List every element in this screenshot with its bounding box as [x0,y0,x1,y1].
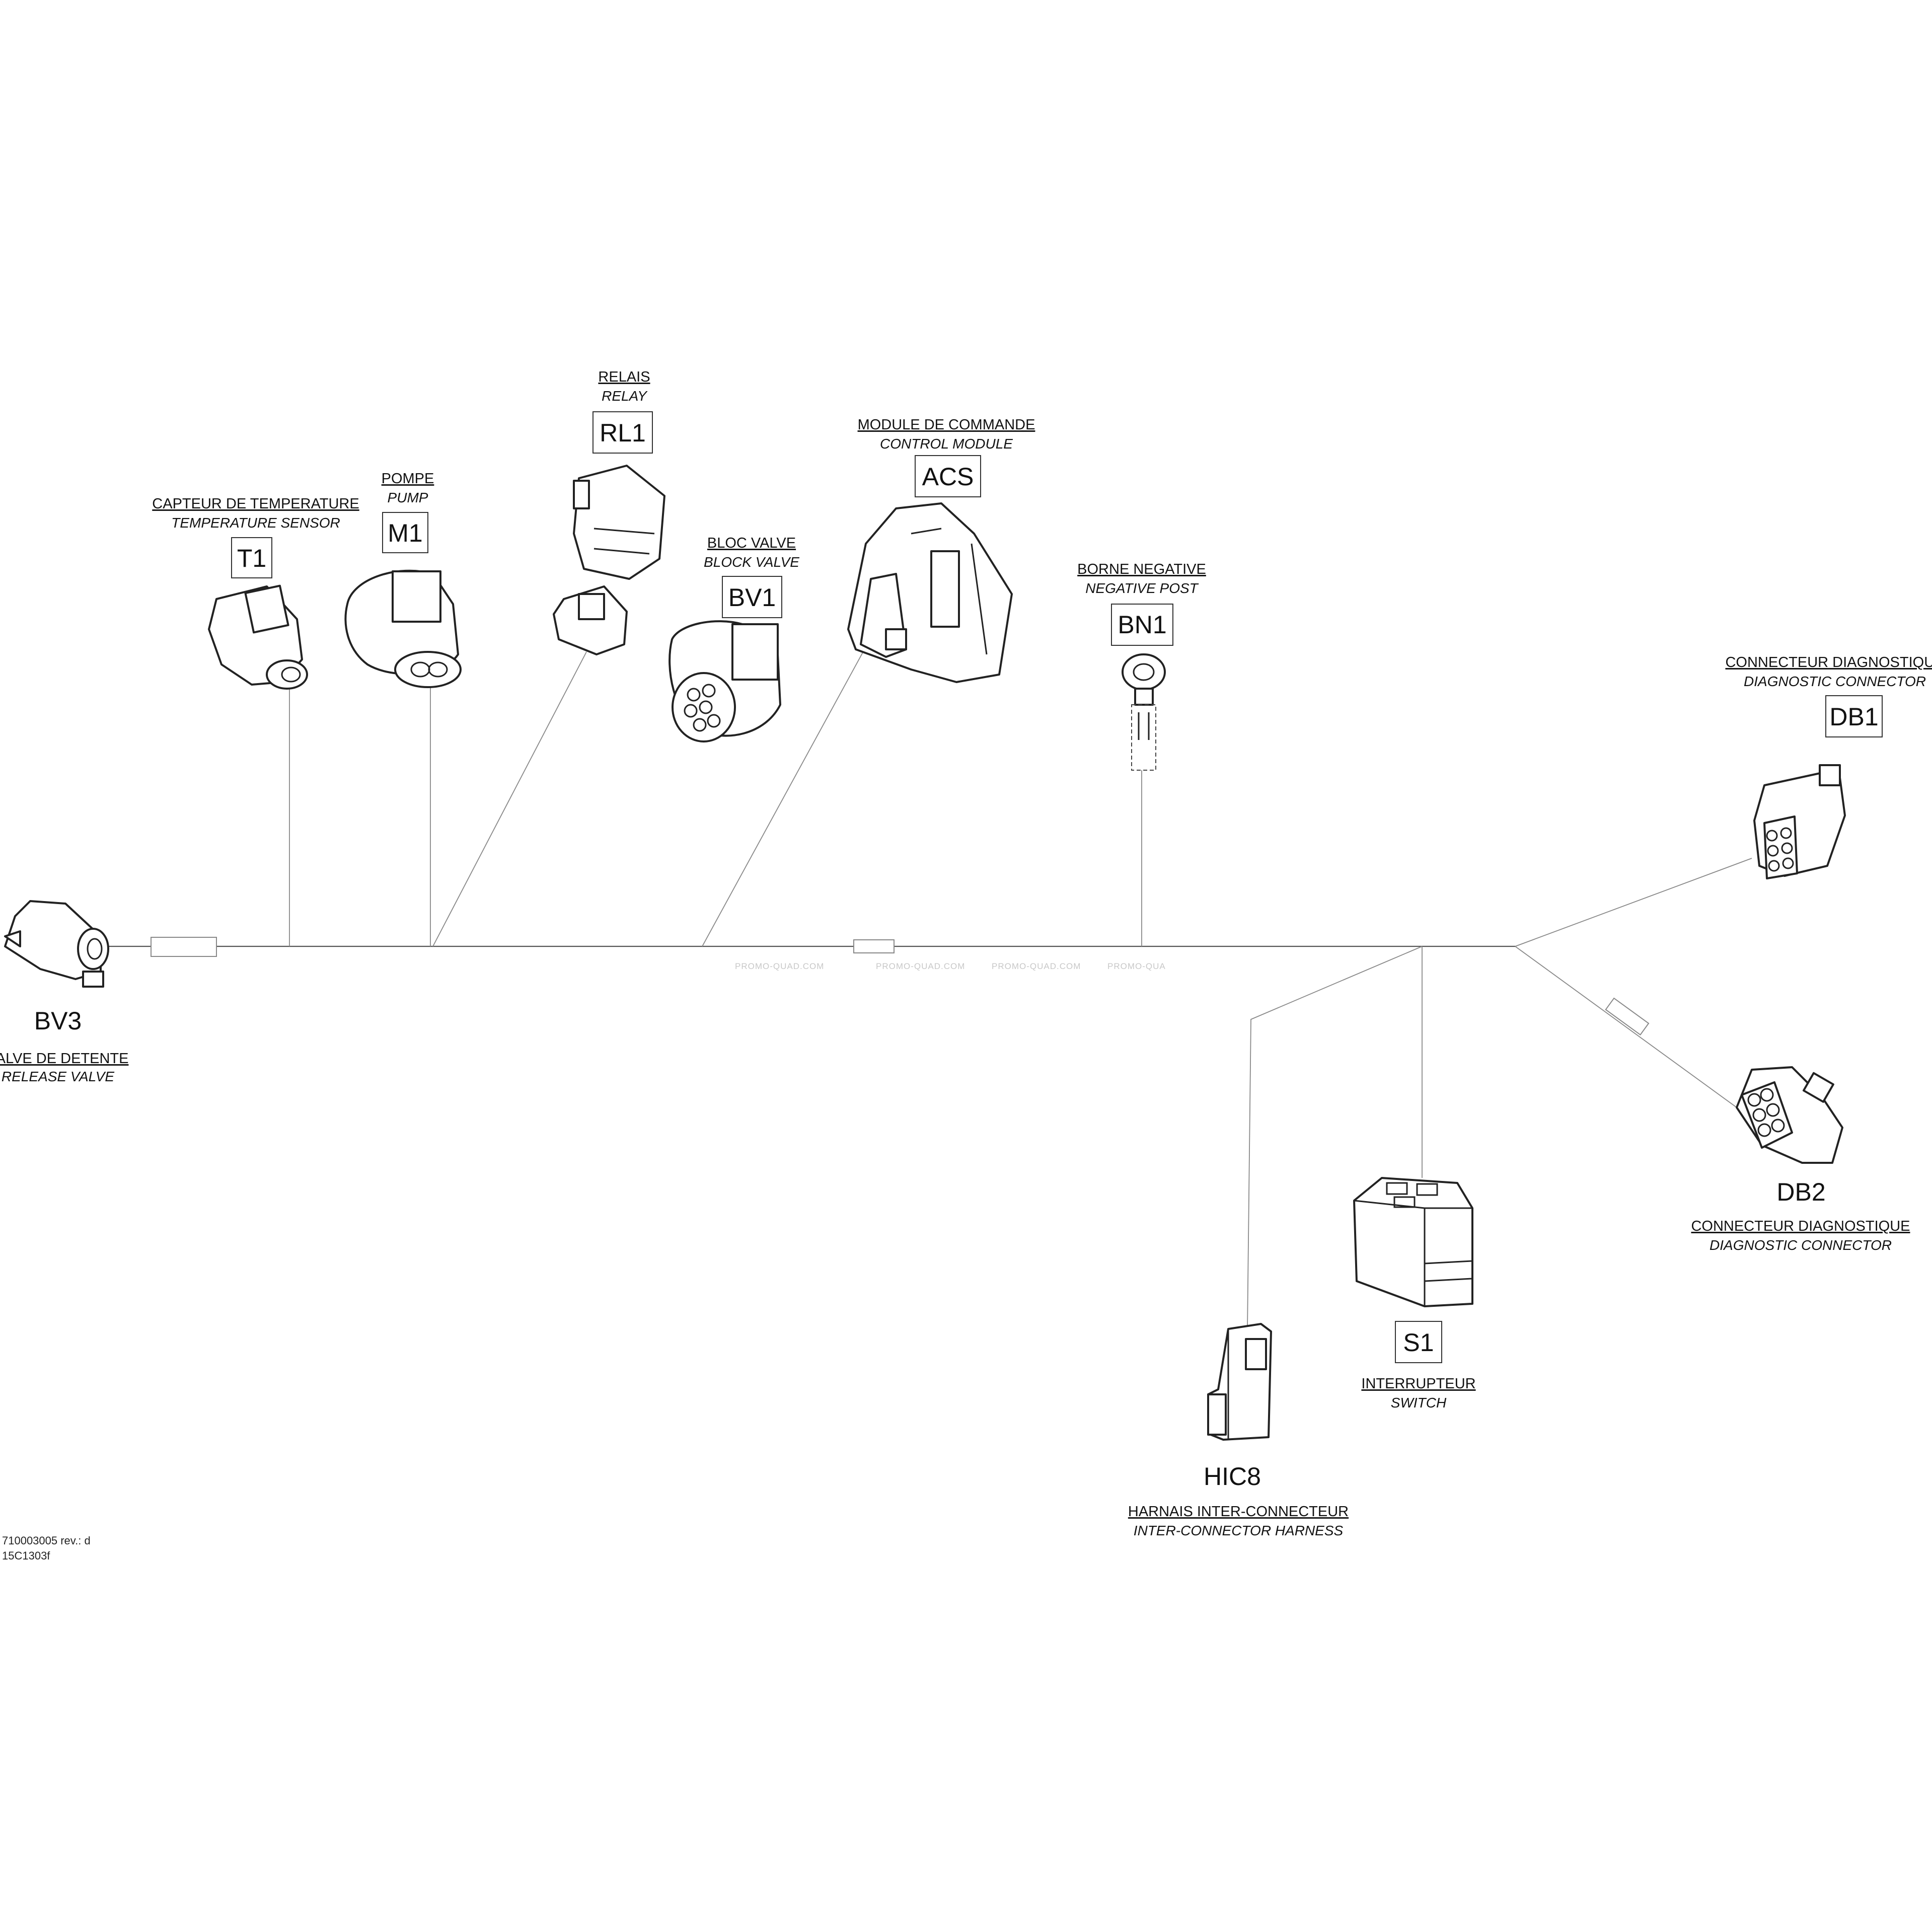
t1-label-fr: CAPTEUR DE TEMPERATURE [152,496,359,512]
rl1-label-fr: RELAIS [598,369,650,385]
rl1-label-en: RELAY [602,388,648,404]
acs-label-fr: MODULE DE COMMANDE [858,417,1035,433]
m1-code: M1 [388,519,422,547]
hic8-label-fr: HARNAIS INTER-CONNECTEUR [1128,1504,1349,1520]
component-db1: CONNECTEUR DIAGNOSTIQUE DIAGNOSTIC CONNE… [1725,654,1932,879]
m1-label-en: PUMP [388,490,428,505]
db2-label-fr: CONNECTEUR DIAGNOSTIQUE [1691,1218,1910,1234]
wire-hic8 [1247,946,1423,1329]
component-m1: POMPE PUMP M1 [344,471,462,688]
bv3-label-fr: VALVE DE DETENTE [0,1051,128,1067]
control-module-icon [847,502,1013,683]
sleeve-db2 [1605,997,1650,1035]
sleeve-center [853,939,895,953]
component-hic8: HIC8 HARNAIS INTER-CONNECTEUR INTER-CONN… [1128,1323,1349,1538]
diagnostic-connector-db2-icon [1736,1066,1843,1164]
component-acs: MODULE DE COMMANDE CONTROL MODULE ACS [847,417,1035,683]
relay-icon [553,465,665,655]
watermark-text-2: PROMO-QUAD.COM [876,961,965,971]
db1-code-box [1825,695,1883,737]
s1-label-en: SWITCH [1391,1395,1447,1410]
t1-label-en: TEMPERATURE SENSOR [171,515,340,531]
m1-code-box [382,512,428,553]
drawing-ref-line-2: 15C1303f [2,1549,50,1562]
watermark: PROMO-QUAD.COM PROMO-QUAD.COM PROMO-QUAD… [735,961,1166,971]
acs-label-en: CONTROL MODULE [880,436,1013,452]
s1-code: S1 [1403,1328,1434,1357]
harness-wires [101,646,1752,1329]
wire-rl1 [432,651,587,947]
drawing-reference: 710003005 rev.: d 15C1303f [2,1534,91,1562]
inter-connector-icon [1207,1323,1272,1441]
acs-code-box [915,455,981,497]
rl1-code: RL1 [600,419,646,447]
m1-label-fr: POMPE [382,471,434,487]
rl1-code-box [592,411,653,454]
bv1-code-box [722,576,782,618]
db2-label-en: DIAGNOSTIC CONNECTOR [1710,1237,1892,1253]
component-t1: CAPTEUR DE TEMPERATURE TEMPERATURE SENSO… [152,496,359,690]
db1-code: DB1 [1829,703,1878,731]
hic8-label-en: INTER-CONNECTOR HARNESS [1134,1523,1344,1538]
switch-connector-icon [1353,1177,1473,1307]
component-bv3: BV3 VALVE DE DETENTE RELEASE VALVE [0,900,128,1084]
s1-code-box [1395,1321,1442,1363]
diagnostic-connector-db1-icon [1753,764,1846,879]
hic8-code: HIC8 [1204,1462,1261,1491]
ring-terminal-icon [1122,653,1166,771]
bv1-code: BV1 [728,583,776,612]
pump-connector-icon [344,569,462,688]
drawing-ref-line-1: 710003005 rev.: d [2,1534,91,1547]
db1-label-en: DIAGNOSTIC CONNECTOR [1744,674,1926,689]
wire-acs [702,646,866,947]
temperature-sensor-icon [208,584,308,690]
block-valve-icon [668,620,781,742]
bv1-label-en: BLOCK VALVE [704,554,799,570]
t1-code-box [231,537,272,578]
wire-db1 [1515,858,1752,947]
db1-label-fr: CONNECTEUR DIAGNOSTIQUE [1725,654,1932,671]
bn1-label-en: NEGATIVE POST [1085,580,1199,596]
sleeve-left [151,937,217,957]
bv1-label-fr: BLOC VALVE [707,535,796,551]
component-bv1: BLOC VALVE BLOCK VALVE BV1 [668,535,799,742]
bv3-label-en: RELEASE VALVE [2,1069,114,1084]
release-valve-icon [4,900,109,988]
wire-db2 [1515,946,1737,1108]
watermark-text-3: PROMO-QUAD.COM [992,961,1081,971]
db2-code: DB2 [1776,1178,1825,1206]
bv3-code: BV3 [34,1007,82,1035]
bn1-label-fr: BORNE NEGATIVE [1077,561,1206,577]
component-s1: S1 INTERRUPTEUR SWITCH [1353,1177,1476,1410]
acs-code: ACS [922,463,974,491]
component-bn1: BORNE NEGATIVE NEGATIVE POST BN1 [1077,561,1206,771]
component-rl1: RELAIS RELAY RL1 [553,369,665,655]
s1-label-fr: INTERRUPTEUR [1361,1376,1475,1392]
watermark-text-4: PROMO-QUA [1107,961,1166,971]
watermark-text-1: PROMO-QUAD.COM [735,961,824,971]
bn1-code-box [1111,604,1173,646]
bn1-code: BN1 [1118,611,1166,639]
component-db2: DB2 CONNECTEUR DIAGNOSTIQUE DIAGNOSTIC C… [1691,1066,1910,1253]
t1-code: T1 [237,544,266,572]
